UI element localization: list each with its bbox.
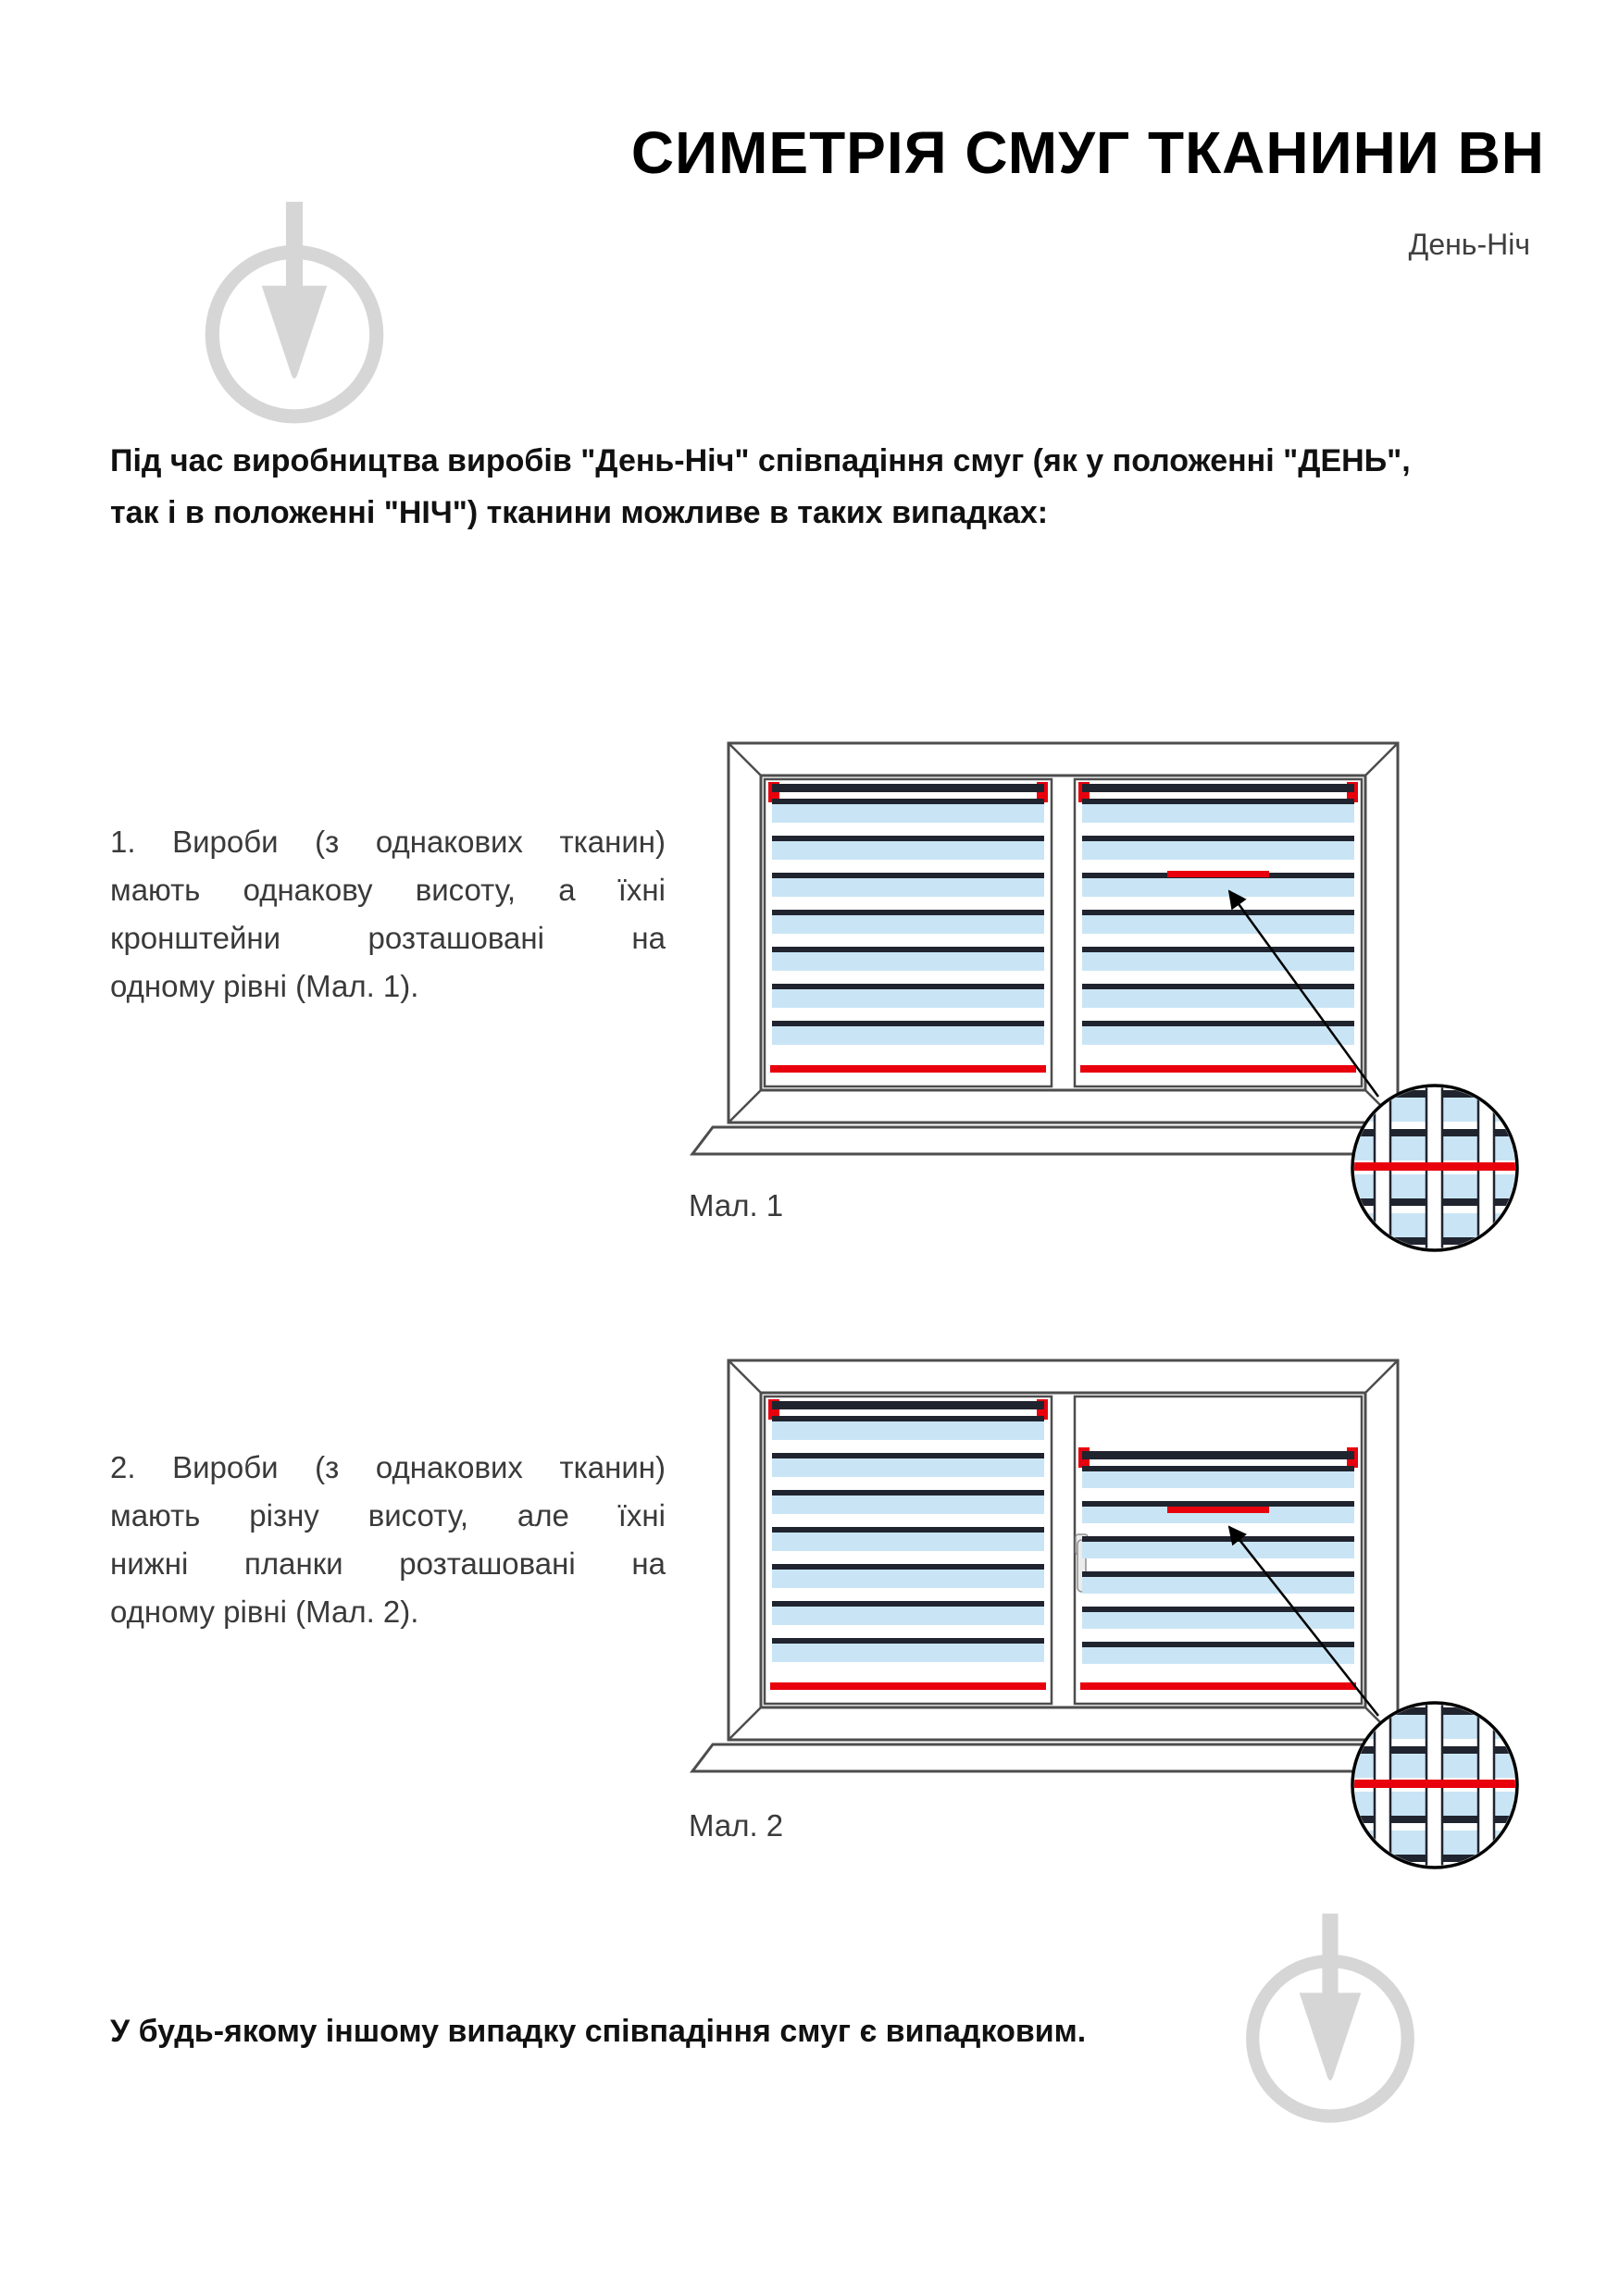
page-title: СИМЕТРІЯ СМУГ ТКАНИНИ ВН bbox=[630, 119, 1545, 186]
case-2-line: 2. Вироби (з однакових тканин) bbox=[110, 1450, 666, 1484]
brand-watermark-icon bbox=[1246, 1913, 1414, 2123]
window-sill bbox=[689, 1125, 1453, 1156]
pointer-arrow bbox=[1227, 889, 1380, 1098]
intro-line: так і в положенні "НІЧ") тканини можливе… bbox=[110, 495, 1049, 530]
blind-stripes bbox=[1082, 799, 1354, 1045]
figure-1-illustration bbox=[689, 741, 1519, 1252]
case-2-text: 2. Вироби (з однакових тканин) мають різ… bbox=[110, 1444, 666, 1636]
blind-cassette bbox=[1082, 784, 1354, 792]
case-1-line: одному рівні (Мал. 1). bbox=[110, 969, 419, 1003]
blind-bottom-rail bbox=[770, 1682, 1046, 1690]
blind-bottom-rail bbox=[770, 1065, 1046, 1073]
blind-stripes bbox=[1082, 1466, 1354, 1664]
intro-line: Під час виробництва виробів "День-Ніч" с… bbox=[110, 443, 1411, 478]
figure-1-caption: Мал. 1 bbox=[689, 1188, 784, 1222]
right-blind bbox=[1078, 782, 1358, 1073]
blind-cassette bbox=[772, 1401, 1044, 1409]
left-blind bbox=[768, 1399, 1048, 1690]
blind-cassette bbox=[772, 784, 1044, 792]
pointer-arrow bbox=[1227, 1525, 1379, 1717]
figure-2-illustration bbox=[689, 1359, 1519, 1869]
left-blind bbox=[768, 782, 1048, 1073]
case-2-line: одному рівні (Мал. 2). bbox=[110, 1595, 419, 1629]
case-1-line: мають однакову висоту, а їхні bbox=[110, 873, 666, 907]
blind-bottom-rail bbox=[1080, 1065, 1356, 1073]
right-blind bbox=[1078, 1447, 1358, 1690]
case-1-line: 1. Вироби (з однакових тканин) bbox=[110, 825, 666, 859]
blind-bottom-rail bbox=[1080, 1682, 1356, 1690]
magnifier-detail bbox=[1351, 1701, 1519, 1869]
case-1-line: кронштейни розташовані на bbox=[110, 921, 666, 955]
blind-stripes bbox=[772, 1416, 1044, 1662]
case-2-line: нижні планки розташовані на bbox=[110, 1546, 666, 1581]
figure-2-caption: Мал. 2 bbox=[689, 1808, 784, 1843]
blind-stripes bbox=[772, 799, 1044, 1045]
stripe-alignment-mark bbox=[1167, 1507, 1269, 1513]
window-sill bbox=[689, 1743, 1453, 1773]
brand-watermark-icon bbox=[205, 202, 384, 424]
intro-paragraph: Під час виробництва виробів "День-Ніч" с… bbox=[110, 435, 1411, 539]
stripe-alignment-mark bbox=[1167, 871, 1269, 877]
case-2-line: мають різну висоту, але їхні bbox=[110, 1498, 666, 1533]
blind-cassette bbox=[1082, 1451, 1354, 1459]
magnifier-detail bbox=[1351, 1084, 1519, 1252]
case-1-text: 1. Вироби (з однакових тканин) мають одн… bbox=[110, 818, 666, 1011]
page-subtitle: День-Ніч bbox=[1408, 228, 1530, 261]
footer-note: У будь-якому іншому випадку співпадіння … bbox=[110, 2014, 1087, 2049]
